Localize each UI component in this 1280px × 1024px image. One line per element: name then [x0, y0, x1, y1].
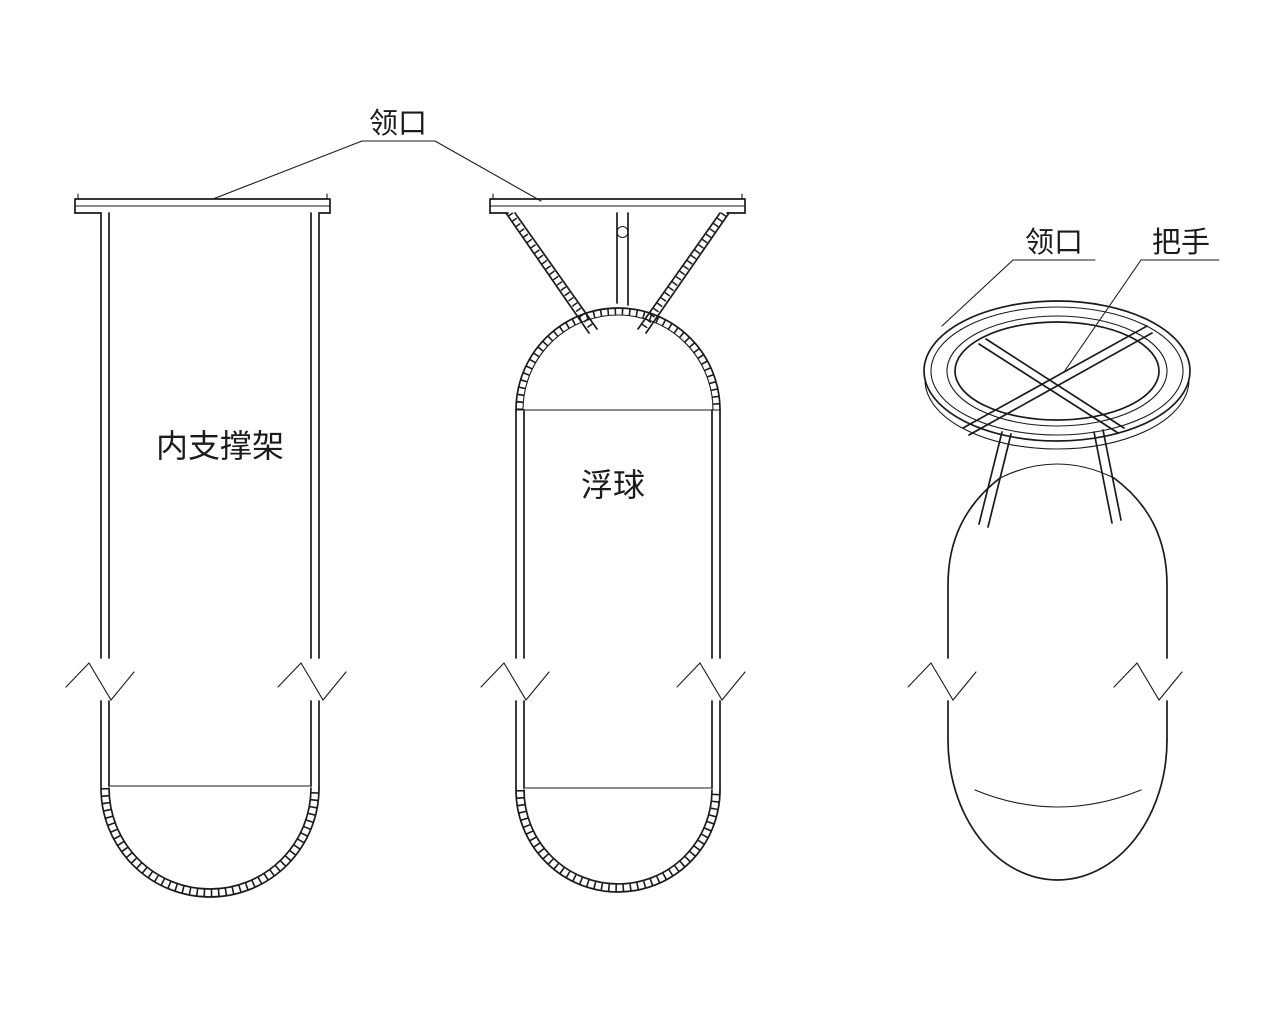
- break-line: [480, 662, 550, 701]
- leader-line: [941, 259, 1014, 327]
- break-line: [676, 662, 746, 701]
- label-inner-support-frame: 内支撑架: [156, 428, 284, 464]
- break-line: [907, 662, 977, 701]
- support-legs: [978, 429, 1122, 528]
- label-float-ball: 浮球: [581, 467, 645, 503]
- break-line: [65, 662, 135, 701]
- callout-handle: 把手: [1063, 226, 1220, 373]
- break-line: [277, 662, 347, 701]
- leader-line: [434, 140, 542, 202]
- callout-collar-right: 领口: [941, 226, 1096, 327]
- middle-view-float-ball: 浮球: [480, 193, 746, 893]
- stem-hole: [616, 225, 629, 239]
- label-collar-top: 领口: [369, 107, 427, 140]
- right-view-isometric: [907, 300, 1191, 881]
- leader-line: [212, 140, 363, 200]
- handle-bars: [962, 325, 1153, 436]
- leader-line: [1063, 259, 1142, 373]
- left-view-inner-support-frame: 内支撑架: [65, 193, 347, 898]
- break-line: [1113, 662, 1183, 701]
- callout-collar-top: 领口: [212, 107, 542, 202]
- label-collar-right: 领口: [1025, 226, 1083, 259]
- label-handle: 把手: [1152, 226, 1210, 259]
